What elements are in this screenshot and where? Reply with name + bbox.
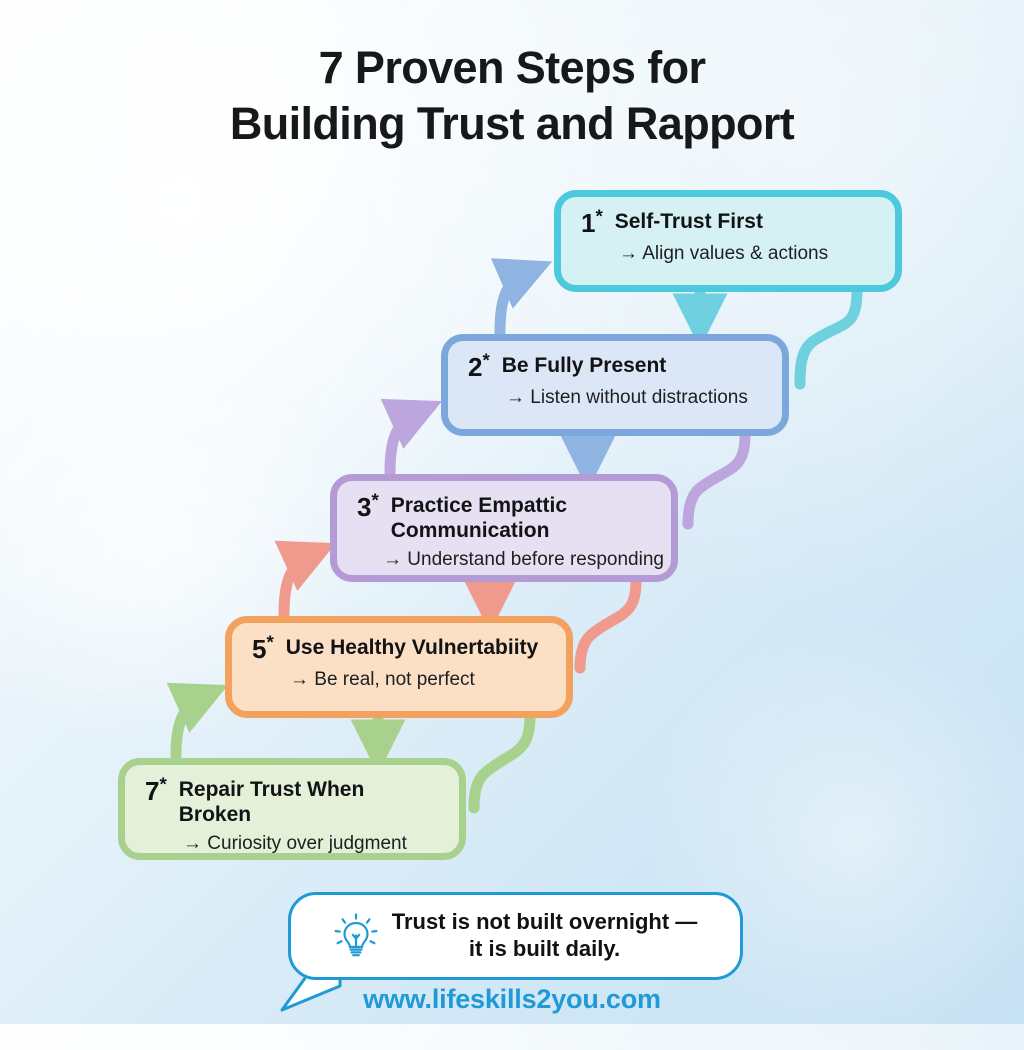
step-number-5: 5* bbox=[252, 631, 274, 664]
step-card-7[interactable]: 7* Repair Trust When Broken → Curiosity … bbox=[118, 758, 466, 860]
step-card-3[interactable]: 3* Practice Empattic Communication → Und… bbox=[330, 474, 678, 582]
step-card-7-head: 7* Repair Trust When Broken bbox=[145, 773, 439, 827]
step-title-2: Be Fully Present bbox=[501, 354, 667, 377]
step-detail-2: → Listen without distractions bbox=[506, 387, 748, 409]
page-title: 7 Proven Steps for Building Trust and Ra… bbox=[0, 40, 1024, 153]
step-card-1-head: 1* Self-Trust First bbox=[581, 205, 875, 238]
step-card-5-head: 5* Use Healthy Vulnertabiity bbox=[252, 631, 546, 664]
step-title-1: Self-Trust First bbox=[614, 210, 763, 233]
connector-step1-right bbox=[794, 286, 863, 390]
lightbulb-icon bbox=[334, 913, 378, 957]
step-title-5: Use Healthy Vulnertabiity bbox=[285, 636, 539, 659]
step-number-2: 2* bbox=[468, 349, 490, 382]
step-card-3-head: 3* Practice Empattic Communication bbox=[357, 489, 651, 543]
title-line-1: 7 Proven Steps for bbox=[318, 42, 706, 93]
step-card-5[interactable]: 5* Use Healthy Vulnertabiity → Be real, … bbox=[225, 616, 573, 718]
quote-text: Trust is not built overnight — it is bui… bbox=[392, 909, 698, 963]
step-card-2[interactable]: 2* Be Fully Present → Listen without dis… bbox=[441, 334, 789, 436]
step-number-1: 1* bbox=[581, 205, 603, 238]
connector-step2-right bbox=[682, 430, 751, 530]
step-card-1[interactable]: 1* Self-Trust First → Align values & act… bbox=[554, 190, 902, 292]
arrow-up-step5 bbox=[274, 540, 337, 620]
arrow-up-step7 bbox=[166, 682, 229, 762]
quote-callout: Trust is not built overnight — it is bui… bbox=[288, 892, 743, 980]
step-detail-3: → Understand before responding bbox=[383, 549, 664, 571]
step-number-3: 3* bbox=[357, 489, 379, 522]
arrow-up-step2 bbox=[490, 258, 553, 338]
step-detail-5: → Be real, not perfect bbox=[290, 669, 475, 691]
connector-step3-right bbox=[574, 576, 642, 674]
step-detail-1: → Align values & actions bbox=[619, 243, 829, 265]
connector-step5-right bbox=[468, 712, 536, 814]
step-title-7: Repair Trust When Broken bbox=[178, 778, 365, 827]
quote-line-1: Trust is not built overnight — bbox=[391, 909, 698, 935]
step-title-3: Practice Empattic Communication bbox=[390, 494, 567, 543]
step-card-2-head: 2* Be Fully Present bbox=[468, 349, 762, 382]
step-detail-7: → Curiosity over judgment bbox=[183, 833, 407, 855]
quote-line-2: it is built daily. bbox=[468, 936, 621, 961]
title-line-2: Building Trust and Rapport bbox=[229, 98, 795, 150]
step-number-7: 7* bbox=[145, 773, 167, 806]
arrow-up-step3 bbox=[380, 398, 443, 478]
website-url[interactable]: www.lifeskills2you.com bbox=[363, 984, 661, 1014]
